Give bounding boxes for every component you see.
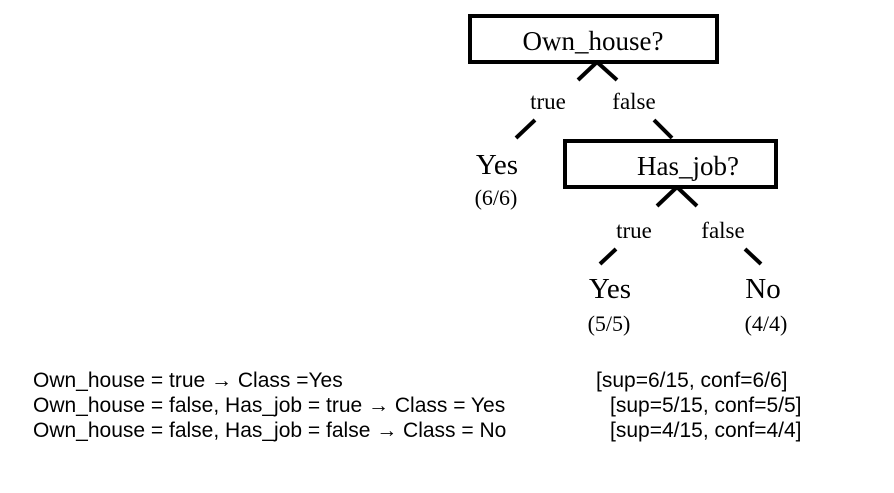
rule-row: Own_house = false, Has_job = false → Cla… [33,418,853,443]
rules-list: Own_house = true → Class =Yes [sup=6/15,… [33,368,853,443]
leaf-yes-5-5: Yes (5/5) [588,273,631,336]
rule-condition: Own_house = true → Class =Yes [33,369,343,392]
root-false-label: false [612,89,655,114]
has-job-node: Has_job? [563,139,778,189]
root-true-edge [514,118,537,140]
rule-row: Own_house = true → Class =Yes [sup=6/15,… [33,368,853,393]
has-job-node-box [563,139,778,189]
internal-true-edge [598,247,618,266]
leaf2-count: (5/5) [588,311,631,336]
internal-false-label: false [701,218,744,243]
rule-stats: [sup=4/15, conf=4/4] [610,419,802,442]
root-node-box [468,14,719,64]
rule-condition: Own_house = false, Has_job = false → Cla… [33,419,507,442]
root-true-label: true [530,89,566,114]
leaf1-count: (6/6) [475,185,518,210]
leaf3-count: (4/4) [745,311,788,336]
rule-stats: [sup=5/15, conf=5/5] [610,394,802,417]
root-true-stub [576,60,599,82]
internal-false-edge [743,247,763,266]
decision-tree: Own_house? true false Yes (6/6) Has_job?… [468,14,788,336]
rule-stats: [sup=6/15, conf=6/6] [596,369,788,392]
root-node-label: Own_house? [523,26,664,56]
leaf1-class: Yes [476,149,518,181]
rule-row: Own_house = false, Has_job = true → Clas… [33,393,853,418]
internal-true-stub [655,185,679,208]
rule-condition: Own_house = false, Has_job = true → Clas… [33,394,506,417]
root-false-edge [652,118,674,140]
leaf-yes-6-6: Yes (6/6) [475,149,518,210]
internal-false-stub [675,185,699,208]
root-node: Own_house? [468,14,719,64]
leaf-no-4-4: No (4/4) [745,273,788,336]
has-job-node-label: Has_job? [637,151,739,181]
internal-true-label: true [616,218,652,243]
root-false-stub [595,60,619,82]
leaf2-class: Yes [589,273,631,305]
leaf3-class: No [745,273,780,305]
